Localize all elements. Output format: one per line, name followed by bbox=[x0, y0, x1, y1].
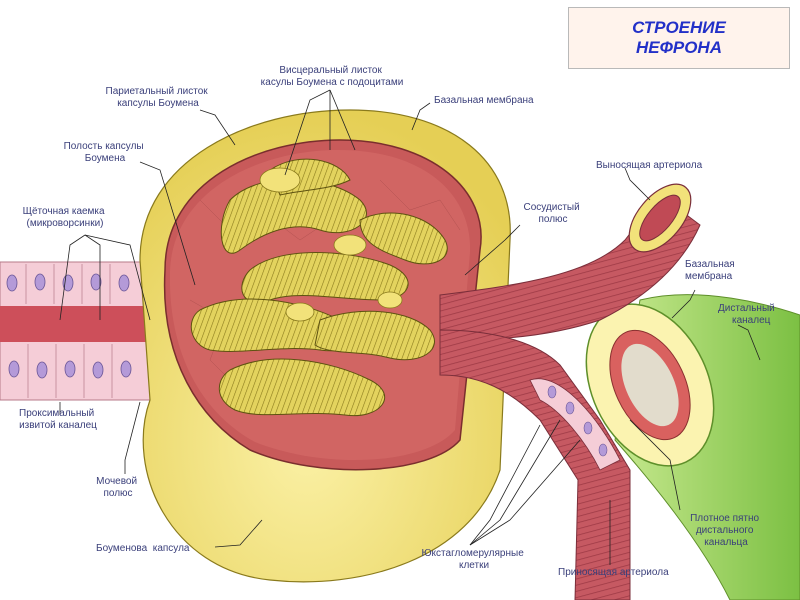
label-basal-membrane-right: Базальная мембрана bbox=[685, 259, 737, 282]
label-capsule-cavity: Полость капсулы Боумена bbox=[64, 141, 147, 164]
label-juxtaglomerular-cells: Юкстагломерулярные клетки bbox=[421, 548, 526, 571]
title-box: СТРОЕНИЕ НЕФРОНА bbox=[568, 7, 790, 69]
title-line-1: СТРОЕНИЕ bbox=[632, 18, 726, 37]
label-distal-tubule: Дистальный каналец bbox=[718, 303, 778, 326]
label-basal-membrane-top: Базальная мембрана bbox=[434, 94, 534, 106]
label-proximal-tubule: Проксимальный извитой каналец bbox=[19, 408, 97, 431]
afferent-arteriole bbox=[439, 329, 631, 600]
leader-lines bbox=[59, 89, 761, 565]
label-macula-densa: Плотное пятно дистального канальца bbox=[690, 513, 762, 548]
label-bowman-capsule: Боуменова капсула bbox=[96, 543, 190, 554]
podocyte-bodies bbox=[259, 167, 403, 322]
label-urinary-pole: Мочевой полюс bbox=[96, 476, 140, 499]
label-brush-border: Щёточная каемка (микроворсинки) bbox=[23, 206, 108, 229]
proximal-tubule bbox=[0, 261, 180, 401]
label-vascular-pole: Сосудистый полюс bbox=[523, 202, 582, 225]
title-line-2: НЕФРОНА bbox=[635, 38, 722, 57]
glomerulus bbox=[190, 158, 448, 417]
diagram-labels: Париетальный листок капсулы Боумена Висц… bbox=[19, 65, 778, 578]
distal-tubule bbox=[585, 294, 800, 600]
label-visceral-layer: Висцеральный листок касулы Боумена с под… bbox=[261, 65, 404, 88]
label-parietal-layer: Париетальный листок капсулы Боумена bbox=[106, 86, 211, 109]
label-afferent-arteriole: Приносящая артериола bbox=[558, 567, 669, 578]
label-efferent-arteriole: Выносящая артериола bbox=[596, 160, 703, 171]
